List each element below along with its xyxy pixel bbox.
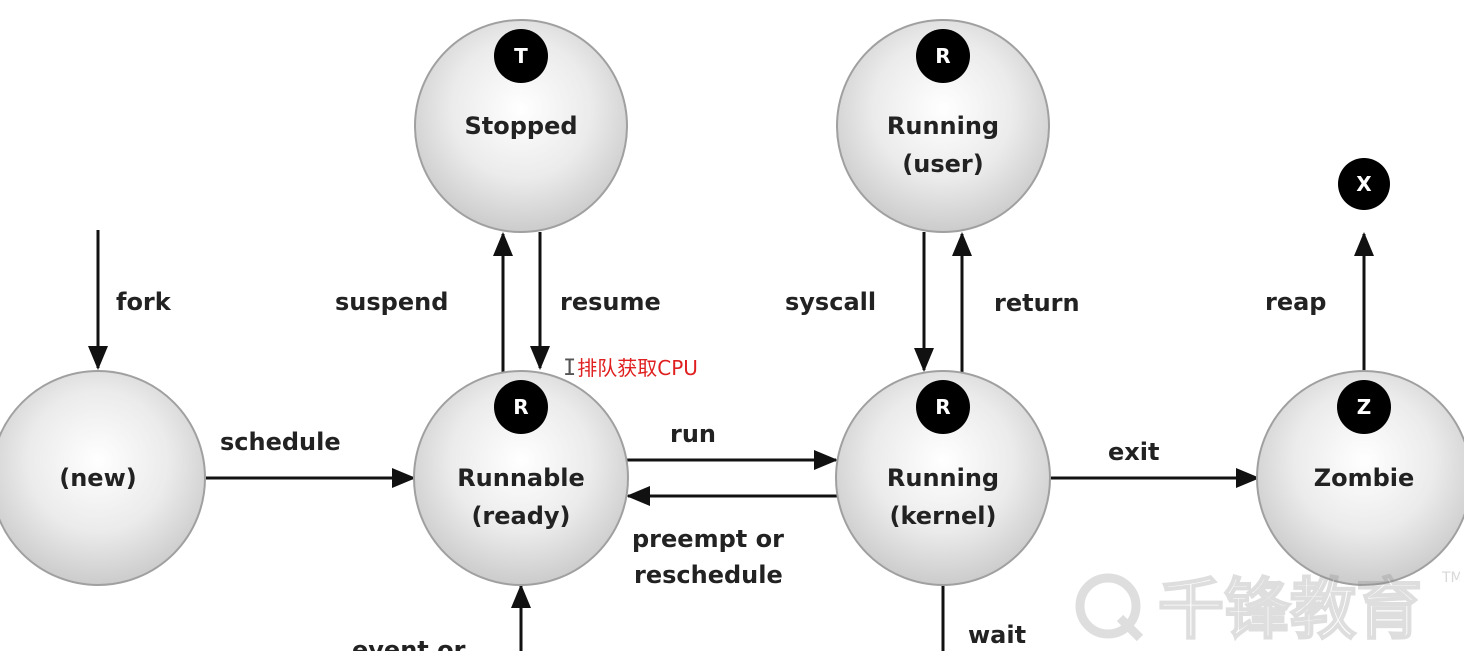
state-label-new: (new) (59, 464, 136, 492)
watermark-logo: 千锋教育 TM (1075, 570, 1460, 646)
state-circle (835, 370, 1051, 586)
state-new: (new) (0, 370, 206, 586)
state-circle (413, 370, 629, 586)
state-running-user: R Running (user) (836, 19, 1050, 233)
schedule-label: schedule (220, 428, 341, 456)
badge-letter-r: R (935, 395, 950, 419)
preempt-label-line1: preempt or (632, 525, 784, 553)
state-label-running: Running (887, 112, 999, 140)
state-label-zombie: Zombie (1314, 464, 1415, 492)
watermark-q-icon (1075, 573, 1141, 639)
state-badge (916, 29, 970, 83)
badge-letter-r: R (513, 395, 528, 419)
state-badge (494, 380, 548, 434)
watermark-text: 千锋教育 (1158, 571, 1422, 646)
annotation-note: I排队获取CPU (563, 352, 698, 381)
state-running-kernel: R Running (kernel) (835, 370, 1051, 586)
badge-letter-z: Z (1357, 395, 1372, 419)
state-label-kernel: (kernel) (890, 502, 997, 530)
state-badge (494, 29, 548, 83)
state-badge (916, 380, 970, 434)
state-label-running: Running (887, 464, 999, 492)
fork-label: fork (116, 288, 172, 316)
state-label-stopped: Stopped (464, 112, 577, 140)
state-circle (414, 19, 628, 233)
suspend-label: suspend (335, 288, 448, 316)
state-label-runnable: Runnable (457, 464, 585, 492)
state-label-user: (user) (902, 150, 983, 178)
syscall-label: syscall (785, 288, 876, 316)
edge-labels: fork schedule suspend resume run preempt… (116, 288, 1327, 651)
state-label-ready: (ready) (471, 502, 570, 530)
watermark-q-tail (1116, 614, 1144, 642)
wait-label: wait (968, 621, 1026, 649)
resume-label: resume (560, 288, 661, 316)
annotation-text: 排队获取CPU (577, 356, 698, 380)
text-cursor-icon: I (563, 356, 577, 381)
watermark-tm: TM (1441, 570, 1460, 586)
badge-letter-r: R (935, 44, 950, 68)
state-circle (0, 370, 206, 586)
state-circle (1256, 370, 1464, 586)
return-label: return (994, 289, 1080, 317)
run-label: run (670, 420, 716, 448)
preempt-label-line2: reschedule (634, 561, 783, 589)
edges (88, 230, 1374, 651)
state-runnable: R Runnable (ready) (413, 370, 629, 586)
reap-label: reap (1265, 288, 1327, 316)
state-badge (1337, 380, 1391, 434)
state-circle (836, 19, 1050, 233)
state-badge (1338, 158, 1390, 210)
exit-label: exit (1108, 438, 1159, 466)
event-label: event or (352, 636, 466, 651)
state-zombie: Z Zombie (1256, 370, 1464, 586)
badge-letter-x: X (1356, 172, 1372, 196)
state-stopped: T Stopped (414, 19, 628, 233)
badge-letter-t: T (514, 44, 528, 68)
state-dead: X (1338, 158, 1390, 210)
